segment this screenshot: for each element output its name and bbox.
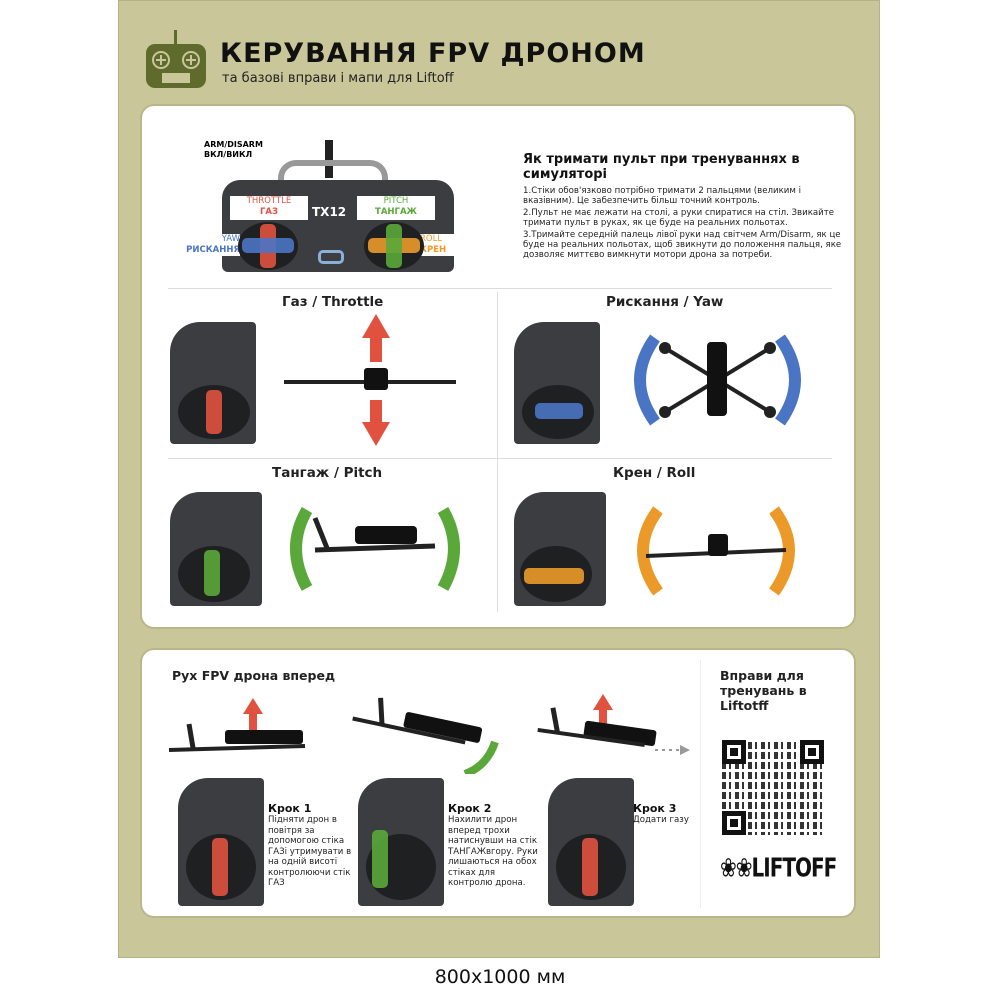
yaw-ua: РИСКАННЯ bbox=[186, 245, 240, 255]
arrow-up-icon bbox=[243, 698, 263, 730]
throttle-title: Газ / Throttle bbox=[282, 294, 384, 310]
throttle-stick-indicator bbox=[582, 838, 598, 896]
drone-pitch-illustration bbox=[290, 506, 460, 591]
yaw-en: YAW bbox=[221, 234, 240, 244]
pitch-ua: ТАНГАЖ bbox=[375, 207, 417, 217]
qr-finder bbox=[800, 740, 824, 764]
roll-stick-indicator bbox=[524, 568, 584, 584]
step-3: Крок 3 Додати газу bbox=[633, 802, 699, 826]
howto-item: 2.Пульт не має лежати на столі, а руки с… bbox=[523, 208, 835, 228]
divider bbox=[700, 660, 701, 908]
arrow-up-icon bbox=[593, 694, 613, 724]
roll-label: ROLL КРЕН bbox=[420, 234, 456, 256]
yaw-stick-indicator bbox=[242, 238, 294, 253]
throttle-stick-indicator bbox=[206, 390, 222, 434]
throttle-ua: ГАЗ bbox=[259, 207, 279, 217]
roll-en: ROLL bbox=[420, 234, 443, 244]
antenna bbox=[325, 140, 333, 178]
step-title: Крок 3 bbox=[633, 802, 677, 815]
yaw-stick-indicator bbox=[535, 403, 583, 419]
step-text: Підняти дрон в повітря за допомогою стік… bbox=[268, 815, 352, 888]
howto-list: 1.Стіки обов'язково потрібно тримати 2 п… bbox=[523, 186, 843, 262]
pitch-stick-indicator bbox=[386, 224, 402, 268]
qr-finder bbox=[722, 740, 746, 764]
handle bbox=[278, 160, 388, 190]
pitch-en: PITCH bbox=[383, 196, 409, 206]
liftoff-logo: ❀❀LIFTOFF bbox=[720, 852, 838, 884]
divider bbox=[168, 288, 832, 289]
throttle-stick-indicator bbox=[212, 838, 228, 896]
drone-yaw-illustration bbox=[634, 334, 801, 426]
step-title: Крок 2 bbox=[448, 802, 492, 815]
arm-switch-label: ARM/DISARM ВКЛ/ВИКЛ bbox=[204, 140, 263, 160]
throttle-label: THROTTLE ГАЗ bbox=[230, 196, 308, 220]
pitch-stick-indicator bbox=[204, 550, 220, 596]
throttle-en: THROTTLE bbox=[246, 196, 292, 206]
yaw-label: YAW РИСКАННЯ bbox=[174, 234, 240, 256]
usb-port bbox=[318, 250, 344, 264]
drone-roll-illustration bbox=[637, 506, 795, 596]
arm-label-ua: ВКЛ/ВИКЛ bbox=[204, 150, 253, 159]
divider bbox=[497, 292, 498, 612]
howto-title: Як тримати пульт при тренуваннях в симул… bbox=[523, 152, 800, 182]
forward-title: Рух FPV дрона вперед bbox=[172, 668, 336, 683]
poster-size: 800x1000 мм bbox=[434, 966, 566, 988]
arrow-down-icon bbox=[362, 400, 390, 446]
page-subtitle: та базові вправи і мапи для Liftoff bbox=[222, 71, 454, 86]
forward-drones-illustration bbox=[168, 694, 690, 774]
step-2: Крок 2 Нахилити дрон вперед трохи натисн… bbox=[448, 802, 540, 889]
arrow-up-icon bbox=[362, 314, 390, 362]
liftoff-logo-text: LIFTOFF bbox=[751, 852, 838, 884]
divider bbox=[168, 458, 832, 459]
pitch-stick-indicator bbox=[372, 830, 388, 888]
step-1: Крок 1 Підняти дрон в повітря за допомог… bbox=[268, 802, 354, 889]
qr-finder bbox=[722, 811, 746, 835]
pitch-title: Тангаж / Pitch bbox=[272, 465, 383, 481]
roll-title: Крен / Roll bbox=[613, 465, 696, 481]
yaw-title: Рискання / Yaw bbox=[606, 294, 724, 310]
drone-throttle-illustration bbox=[284, 314, 456, 446]
pitch-label: PITCH ТАНГАЖ bbox=[357, 196, 435, 220]
step-title: Крок 1 bbox=[268, 802, 312, 815]
page-title: КЕРУВАННЯ FPV ДРОНОМ bbox=[220, 38, 646, 69]
howto-item: 1.Стіки обов'язково потрібно тримати 2 п… bbox=[523, 186, 801, 206]
liftoff-title: Вправи для тренувань в Liftotff bbox=[720, 668, 807, 713]
remote-controller-icon bbox=[146, 30, 206, 88]
step-text: Нахилити дрон вперед трохи натиснувши на… bbox=[448, 815, 538, 888]
arm-label-en: ARM/DISARM bbox=[204, 140, 263, 149]
step-text: Додати газу bbox=[633, 815, 689, 825]
liftoff-logo-mark: ❀❀ bbox=[720, 852, 753, 884]
howto-item: 3.Тримайте середній палець лівої руки на… bbox=[523, 230, 842, 260]
roll-ua: КРЕН bbox=[420, 245, 447, 255]
controller-model: TX12 bbox=[312, 205, 347, 219]
curved-arrow-icon bbox=[463, 740, 499, 774]
